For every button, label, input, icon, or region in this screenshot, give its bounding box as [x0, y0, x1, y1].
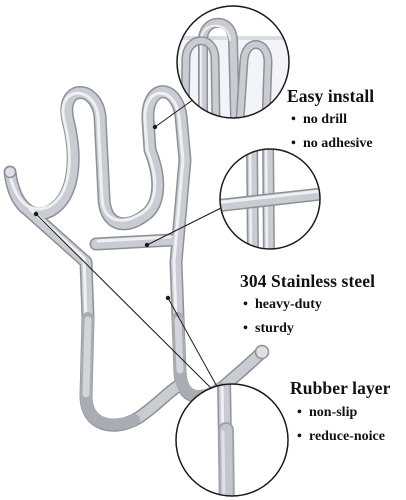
stainless-steel-list: heavy-duty sturdy [243, 293, 322, 341]
list-item: non-slip [297, 401, 385, 425]
rubber-layer-list: non-slip reduce-noice [297, 401, 385, 449]
stainless-steel-heading: 304 Stainless steel [240, 271, 376, 291]
rubber-layer-heading: Rubber layer [290, 378, 391, 398]
easy-install-list: no drill no adhesive [291, 108, 373, 156]
detail-circle-rubber [175, 383, 289, 497]
detail-circle-steel [219, 148, 321, 250]
callout-lines [35, 93, 228, 396]
list-item: reduce-noice [297, 425, 385, 449]
shower-door-hook [3, 85, 270, 432]
callout-dots [33, 124, 171, 301]
easy-install-heading: Easy install [287, 86, 375, 106]
list-item: no adhesive [291, 132, 373, 156]
list-item: sturdy [243, 317, 322, 341]
list-item: heavy-duty [243, 293, 322, 317]
list-item: no drill [291, 108, 373, 132]
detail-circle-install [176, 5, 290, 119]
